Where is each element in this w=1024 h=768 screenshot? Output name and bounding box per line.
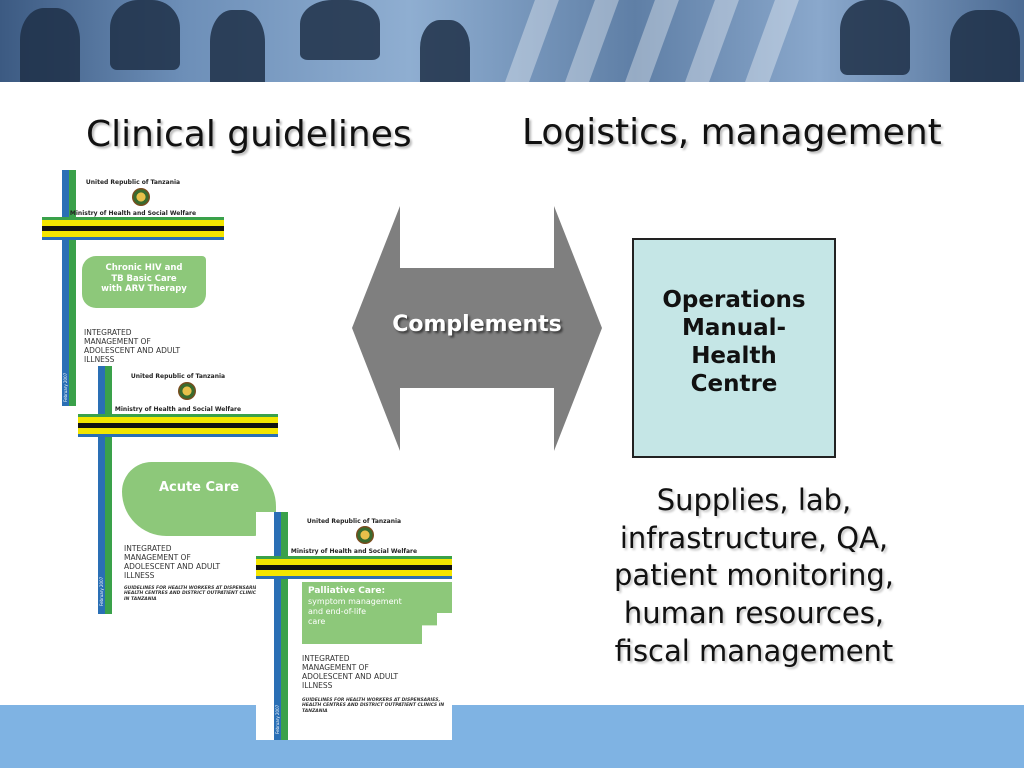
booklet-date: February 2007 [63,372,68,402]
imaai-label: INTEGRATED MANAGEMENT OF ADOLESCENT AND … [302,654,399,690]
booklet-date: February 2007 [275,704,280,734]
clinical-guidelines-heading: Clinical guidelines [86,114,412,155]
double-arrow-icon [352,206,602,451]
country-label: United Republic of Tanzania [306,518,402,525]
imaai-label: INTEGRATED MANAGEMENT OF ADOLESCENT AND … [124,544,221,580]
booklet-cover-palliative-care: United Republic of Tanzania Ministry of … [256,512,452,740]
booklet-cover-chronic-hiv: United Republic of Tanzania Ministry of … [42,170,224,406]
country-label: United Republic of Tanzania [85,179,181,186]
booklet-title-tag: Chronic HIV and TB Basic Care with ARV T… [82,256,206,308]
coat-of-arms-icon [178,382,196,400]
logistics-management-heading: Logistics, management [522,112,942,153]
ministry-label: Ministry of Health and Social Welfare [69,210,197,217]
footer-band [0,705,1024,768]
coat-of-arms-icon [132,188,150,206]
complements-label: Complements [392,312,562,337]
coat-of-arms-icon [356,526,374,544]
country-label: United Republic of Tanzania [130,373,226,380]
imaai-label: INTEGRATED MANAGEMENT OF ADOLESCENT AND … [84,328,181,364]
booklet-date: February 2007 [99,576,104,606]
supplies-description: Supplies, lab, infrastructure, QA, patie… [614,483,894,668]
ministry-label: Ministry of Health and Social Welfare [290,548,418,555]
booklet-cover-acute-care: United Republic of Tanzania Ministry of … [78,366,278,614]
header-photo-banner [0,0,1024,82]
ministry-label: Ministry of Health and Social Welfare [114,406,242,413]
guidelines-caption: GUIDELINES FOR HEALTH WORKERS AT DISPENS… [124,586,263,602]
booklet-title-tag: Palliative Care: symptom management and … [302,582,452,644]
operations-manual-label: Operations Manual- Health Centre [662,287,806,398]
operations-manual-box: Operations Manual- Health Centre [632,238,836,458]
booklet-title-tag: Acute Care [122,462,276,536]
guidelines-caption: GUIDELINES FOR HEALTH WORKERS AT DISPENS… [302,698,445,714]
